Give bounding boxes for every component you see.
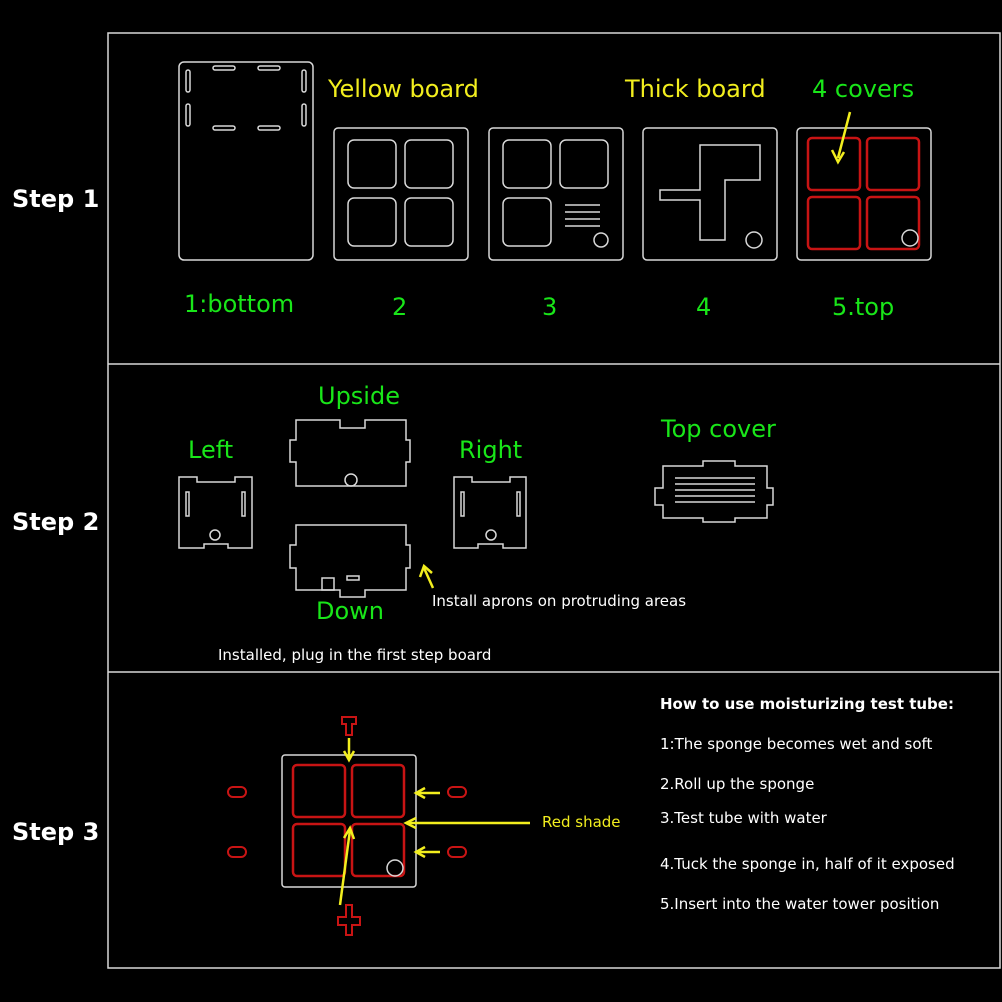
board-4 — [642, 127, 778, 261]
panel-right — [453, 476, 527, 549]
board-bottom — [178, 61, 314, 261]
board-label: 4 — [696, 293, 712, 321]
howto-step: 5.Insert into the water tower position — [660, 895, 940, 913]
board-label: 2 — [392, 293, 408, 321]
red-parts — [227, 716, 467, 936]
right-label: Right — [459, 436, 523, 464]
board-3 — [488, 127, 624, 261]
arrow-icon — [418, 563, 435, 589]
top-cover-label: Top cover — [661, 415, 776, 443]
board-2 — [333, 127, 469, 261]
down-label: Down — [316, 597, 385, 625]
thick-board-label: Thick board — [625, 75, 766, 103]
left-label: Left — [188, 436, 234, 464]
installed-note: Installed, plug in the first step board — [218, 646, 492, 664]
howto-step: 3.Test tube with water — [660, 809, 827, 827]
howto-step: 1:The sponge becomes wet and soft — [660, 735, 933, 753]
board-label: 3 — [542, 293, 558, 321]
board-label: 5.top — [832, 293, 895, 321]
board-top — [796, 127, 932, 261]
howto-step: 2.Roll up the sponge — [660, 775, 815, 793]
howto-step: 4.Tuck the sponge in, half of it exposed — [660, 855, 955, 873]
panel-left — [178, 476, 253, 549]
step-2-label: Step 2 — [12, 508, 100, 536]
outer-frame — [107, 32, 1001, 969]
arrow-icon — [338, 738, 530, 906]
covers-label: 4 covers — [812, 75, 915, 103]
step-3-label: Step 3 — [12, 818, 100, 846]
upside-label: Upside — [318, 382, 400, 410]
panel-upside — [289, 419, 411, 487]
howto-title: How to use moisturizing test tube: — [660, 695, 954, 713]
assembled-board — [281, 754, 417, 888]
yellow-board-label: Yellow board — [328, 75, 479, 103]
arrow-icon — [830, 111, 852, 165]
aprons-note: Install aprons on protruding areas — [432, 592, 687, 610]
step-1-label: Step 1 — [12, 185, 100, 213]
red-shade-label: Red shade — [542, 813, 621, 831]
panel-top-cover — [654, 460, 774, 523]
board-label: 1:bottom — [184, 290, 295, 318]
panel-down — [289, 524, 411, 598]
